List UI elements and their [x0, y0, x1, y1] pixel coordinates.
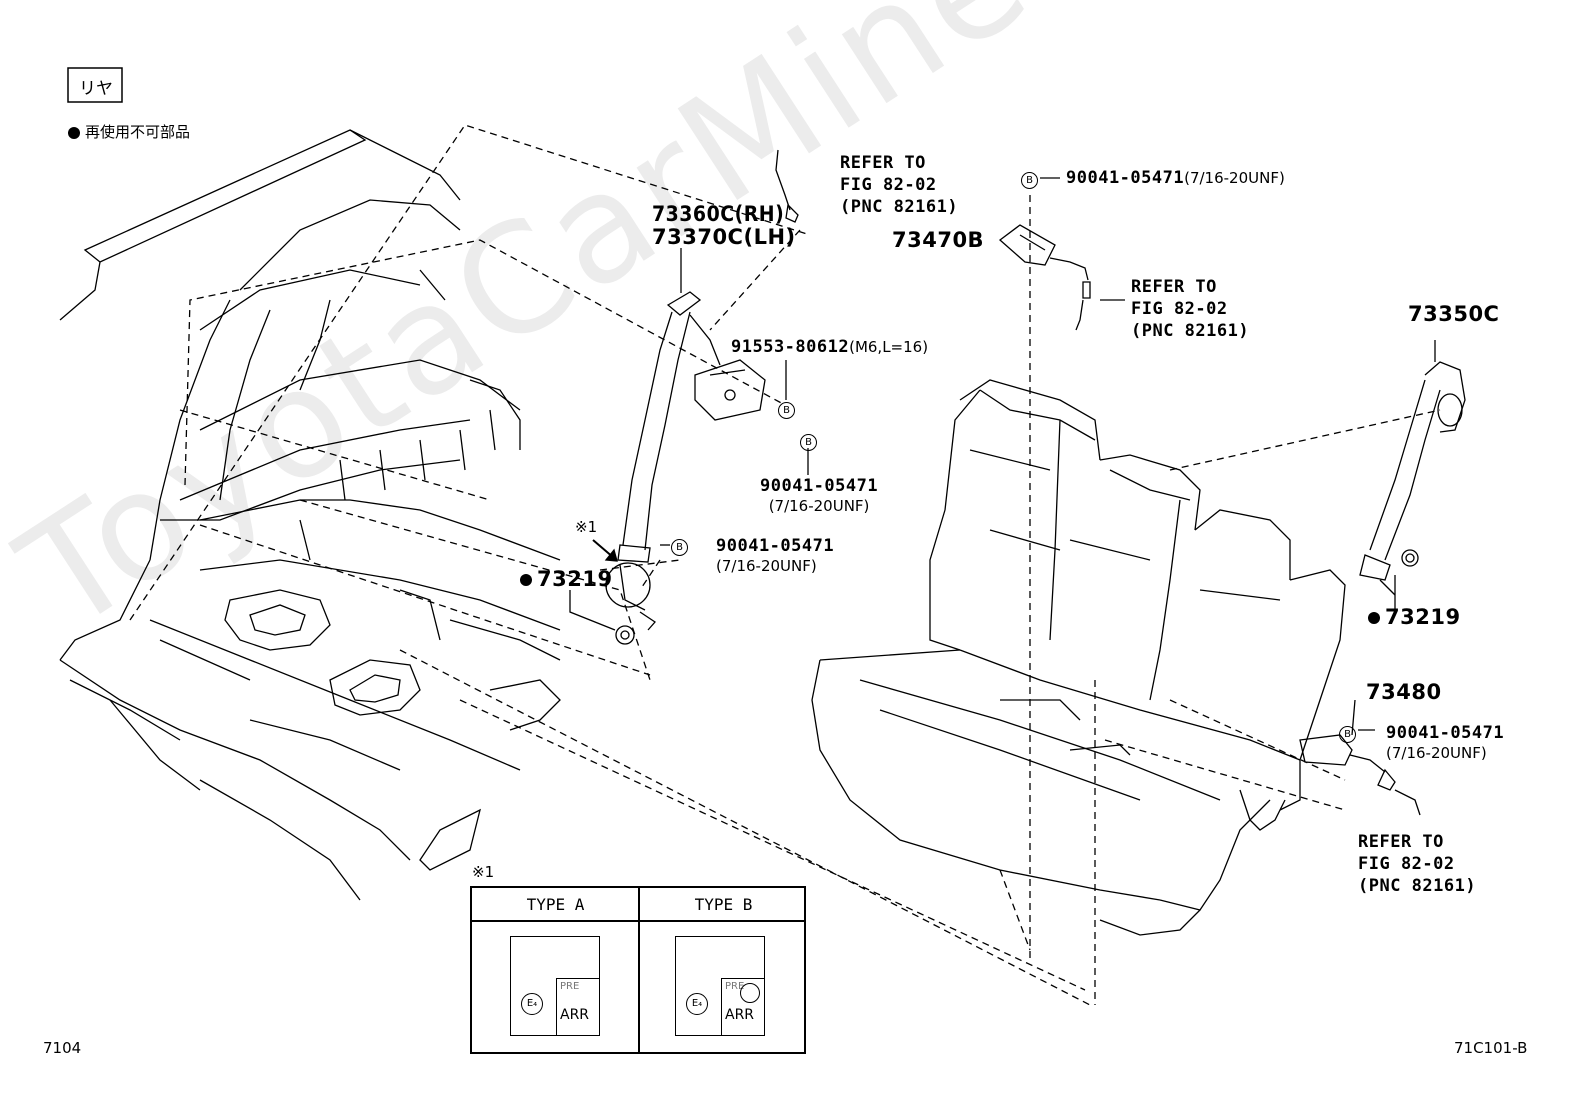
part-73360C[interactable]: 73360C(RH): [652, 202, 784, 226]
refer-line-3: (PNC 82161): [1358, 876, 1477, 896]
part-number: 91553-80612: [731, 337, 850, 357]
refer-line-2: FIG 82-02: [1358, 854, 1455, 874]
part-number: 73219: [537, 567, 613, 591]
non-reusable-dot-icon: [1368, 612, 1380, 624]
part-number-lh: 73370C(LH): [652, 225, 796, 249]
refer-line-1: REFER TO: [1358, 832, 1444, 852]
pre-label: PRE: [560, 981, 580, 992]
e4-icon: E₄: [686, 993, 708, 1015]
bolt-b-icon: B: [671, 539, 688, 556]
center-seat-belt: [1359, 361, 1466, 596]
non-reusable-dot-icon: [68, 126, 80, 139]
part-73350C[interactable]: 73350C: [1408, 302, 1499, 326]
bolt-b-icon: B: [800, 434, 817, 451]
b-mark-5: B: [1339, 724, 1356, 743]
part-number: 90041-05471: [1386, 723, 1505, 743]
part-spec: (M6,L=16): [849, 338, 929, 356]
part-73219-right[interactable]: 73219: [1368, 605, 1461, 629]
label-leaders: [569, 177, 1436, 731]
pre-label: PRE: [725, 981, 745, 992]
e4-icon: E₄: [521, 993, 543, 1015]
b-mark-4: B: [1021, 170, 1038, 189]
note-arrow: [592, 539, 618, 562]
part-91553-80612[interactable]: 91553-80612(M6,L=16): [731, 337, 928, 357]
buckle-top: [998, 224, 1091, 331]
rear-seat-belt-left: [605, 291, 766, 645]
part-number-rh: 73360C(RH): [652, 202, 785, 226]
part-number: 73219: [1385, 605, 1461, 629]
legend: 再使用不可部品: [68, 121, 190, 142]
arr-label: ARR: [560, 1007, 590, 1023]
refer-line-2: FIG 82-02: [840, 175, 937, 195]
part-90041-05471-b[interactable]: 90041-05471 (7/16-20UNF): [716, 536, 834, 576]
part-number: 73480: [1366, 680, 1442, 704]
leader-lines-right: [999, 195, 1441, 1005]
leader-lines-left: [129, 124, 1091, 1006]
buckle-right: [1299, 699, 1421, 816]
part-spec: (7/16-20UNF): [1386, 744, 1487, 762]
arr-label: ARR: [725, 1007, 755, 1023]
refer-line-1: REFER TO: [1131, 277, 1217, 297]
part-spec: (7/16-20UNF): [1184, 169, 1285, 187]
part-spec: (7/16-20UNF): [768, 497, 870, 515]
legend-text: 再使用不可部品: [85, 123, 191, 141]
part-73480[interactable]: 73480: [1366, 680, 1442, 704]
vehicle-body-drawing: [59, 129, 561, 901]
section-box: [67, 67, 123, 103]
indicator-circle-icon: [740, 983, 760, 1003]
section-label: リヤ: [79, 79, 113, 99]
type-b-panel: E₄ PRE ARR: [675, 936, 765, 1036]
bolt-b-icon: B: [1339, 726, 1356, 743]
type-a-inner: PRE ARR: [556, 978, 599, 1035]
part-73219-left[interactable]: 73219: [520, 567, 613, 591]
part-number: 73470B: [892, 228, 985, 252]
wire-refer-1: [775, 149, 799, 223]
part-73370C[interactable]: 73370C(LH): [652, 225, 796, 249]
type-a-header: TYPE A: [526, 895, 585, 914]
note-mark-1: ※1: [575, 518, 598, 536]
bolt-b-icon: B: [778, 402, 795, 419]
part-number: 90041-05471: [716, 536, 835, 556]
part-number: 90041-05471: [1066, 168, 1185, 188]
refer-callout-1[interactable]: REFER TO FIG 82-02 (PNC 82161): [840, 152, 958, 218]
part-90041-05471-a[interactable]: 90041-05471 (7/16-20UNF): [760, 476, 878, 516]
part-number: 90041-05471: [760, 476, 879, 496]
b-mark-3: B: [671, 537, 688, 556]
type-b-header: TYPE B: [694, 895, 753, 914]
refer-line-2: FIG 82-02: [1131, 299, 1228, 319]
bolt-b-icon: B: [1021, 172, 1038, 189]
type-table: TYPE A TYPE B E₄ PRE ARR E₄ PRE ARR: [470, 886, 806, 1054]
type-a-panel: E₄ PRE ARR: [510, 936, 600, 1036]
b-mark-1: B: [778, 400, 795, 419]
figure-code: 71C101-B: [1454, 1039, 1528, 1057]
refer-line-3: (PNC 82161): [1131, 321, 1250, 341]
type-b-inner: PRE ARR: [721, 978, 764, 1035]
rear-seat-drawing: [811, 379, 1346, 936]
part-number: 73350C: [1408, 302, 1500, 326]
page-code: 7104: [43, 1039, 82, 1057]
part-spec: (7/16-20UNF): [716, 557, 817, 575]
part-73470B[interactable]: 73470B: [892, 228, 984, 252]
b-mark-2: B: [800, 432, 817, 451]
refer-line-1: REFER TO: [840, 153, 926, 173]
refer-callout-2[interactable]: REFER TO FIG 82-02 (PNC 82161): [1131, 276, 1249, 342]
refer-callout-3[interactable]: REFER TO FIG 82-02 (PNC 82161): [1358, 831, 1476, 897]
part-90041-05471-top[interactable]: 90041-05471(7/16-20UNF): [1066, 168, 1285, 188]
part-90041-05471-right[interactable]: 90041-05471 (7/16-20UNF): [1386, 723, 1504, 763]
refer-line-3: (PNC 82161): [840, 197, 959, 217]
type-table-note: ※1: [472, 863, 495, 881]
type-table-divider: [638, 888, 640, 1052]
non-reusable-dot-icon: [520, 574, 532, 586]
